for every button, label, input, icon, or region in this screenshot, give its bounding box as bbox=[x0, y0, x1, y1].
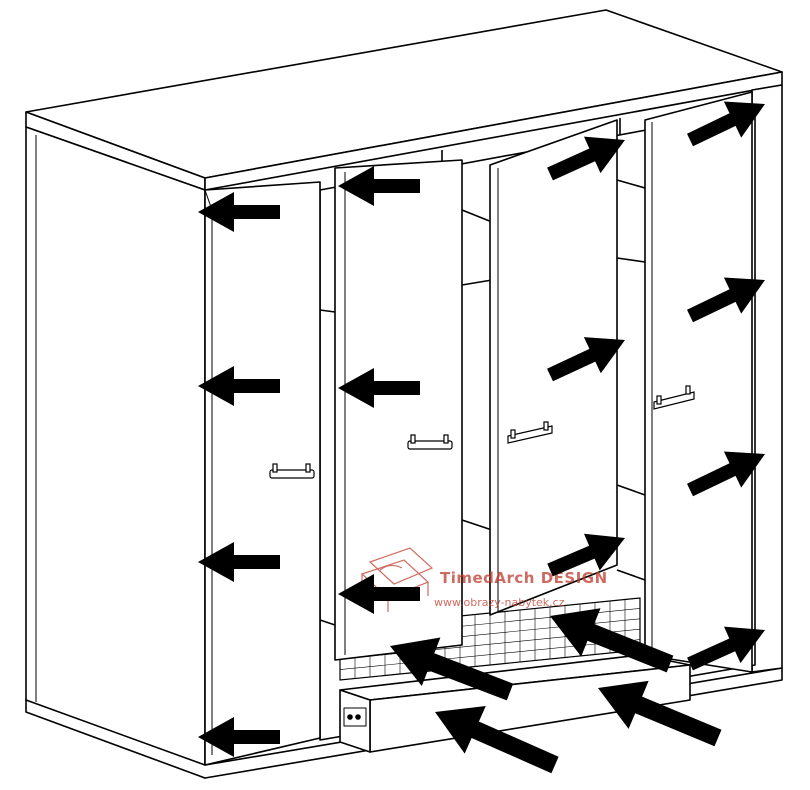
watermark: TimedArch DESIGN www.obrazy-nabytek.cz bbox=[360, 547, 608, 612]
cabinet-left-side bbox=[25, 126, 206, 779]
arrows bbox=[198, 101, 765, 774]
door-1-handle bbox=[269, 463, 315, 479]
direction-arrow-15 bbox=[390, 637, 514, 701]
direction-arrow-5 bbox=[338, 166, 420, 206]
door-3-handle bbox=[507, 421, 553, 444]
drawer-runner bbox=[343, 707, 367, 727]
direction-arrow-16 bbox=[550, 608, 674, 673]
door-4 bbox=[644, 91, 753, 673]
watermark-brand: TimedArch DESIGN bbox=[440, 569, 608, 587]
direction-arrow-4 bbox=[198, 717, 280, 757]
direction-arrow-6 bbox=[338, 368, 420, 408]
direction-arrow-17 bbox=[435, 706, 559, 774]
door-2 bbox=[334, 159, 463, 661]
direction-arrow-3 bbox=[198, 542, 280, 582]
watermark-url: www.obrazy-nabytek.cz bbox=[434, 596, 565, 609]
direction-arrow-14 bbox=[687, 626, 765, 671]
direction-arrow-8 bbox=[547, 136, 625, 181]
direction-arrow-9 bbox=[547, 337, 625, 382]
direction-arrow-10 bbox=[547, 533, 625, 577]
direction-arrow-2 bbox=[198, 366, 280, 406]
door-1 bbox=[204, 181, 321, 766]
direction-arrow-7 bbox=[338, 574, 420, 614]
door-2-handle bbox=[407, 434, 453, 450]
cubby-row-line bbox=[339, 649, 641, 681]
direction-arrow-13 bbox=[687, 451, 765, 497]
cubby-row-line bbox=[339, 639, 641, 670]
direction-arrow-18 bbox=[598, 680, 722, 747]
direction-arrow-12 bbox=[687, 277, 765, 323]
direction-arrow-11 bbox=[687, 101, 765, 147]
door-4-handle bbox=[653, 385, 695, 410]
cabinet-right-side bbox=[751, 84, 783, 673]
direction-arrow-1 bbox=[198, 192, 280, 232]
